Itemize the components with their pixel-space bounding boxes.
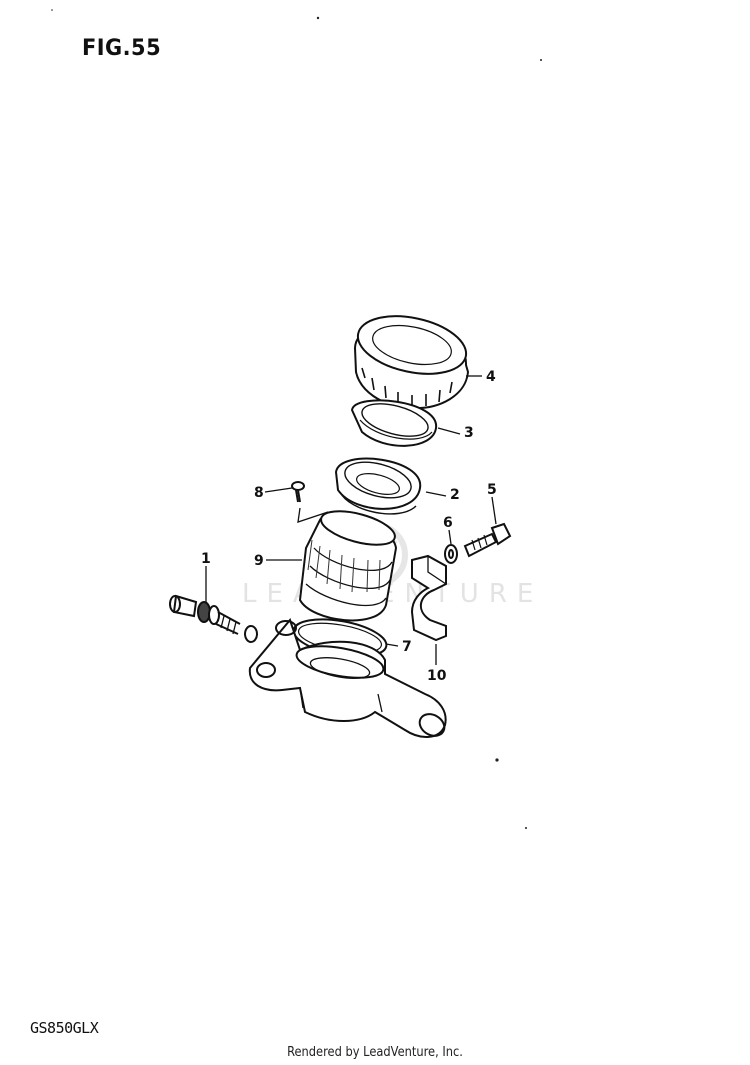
part-10-clamp bbox=[410, 554, 447, 642]
part-9-reservoir-body bbox=[298, 510, 398, 622]
footer-credit: Rendered by LeadVenture, Inc. bbox=[287, 1045, 463, 1060]
callout-10: 10 bbox=[427, 668, 447, 684]
scan-specks bbox=[51, 9, 542, 829]
part-1-piston-assembly bbox=[169, 594, 258, 643]
callout-4: 4 bbox=[486, 369, 496, 385]
part-6-washer bbox=[444, 544, 458, 564]
callout-9: 9 bbox=[254, 553, 264, 569]
leader-lines bbox=[205, 375, 497, 665]
part-3-diaphragm-plate bbox=[350, 399, 438, 447]
callout-3: 3 bbox=[464, 425, 474, 441]
part-8-screw bbox=[291, 481, 329, 523]
part-2-diaphragm bbox=[334, 457, 422, 515]
part-5-bolt bbox=[463, 522, 512, 558]
callout-2: 2 bbox=[450, 487, 460, 503]
callout-8: 8 bbox=[254, 485, 264, 501]
master-cylinder-body bbox=[248, 617, 447, 738]
callout-6: 6 bbox=[443, 515, 453, 531]
callout-5: 5 bbox=[487, 482, 497, 498]
model-code: GS850GLX bbox=[30, 1019, 99, 1037]
part-4-reservoir-cap bbox=[353, 315, 470, 410]
figure-title: FIG.55 bbox=[82, 36, 162, 61]
callout-7: 7 bbox=[402, 639, 412, 655]
callout-1: 1 bbox=[201, 551, 211, 567]
watermark-text: LEADVENTURE bbox=[242, 579, 543, 609]
